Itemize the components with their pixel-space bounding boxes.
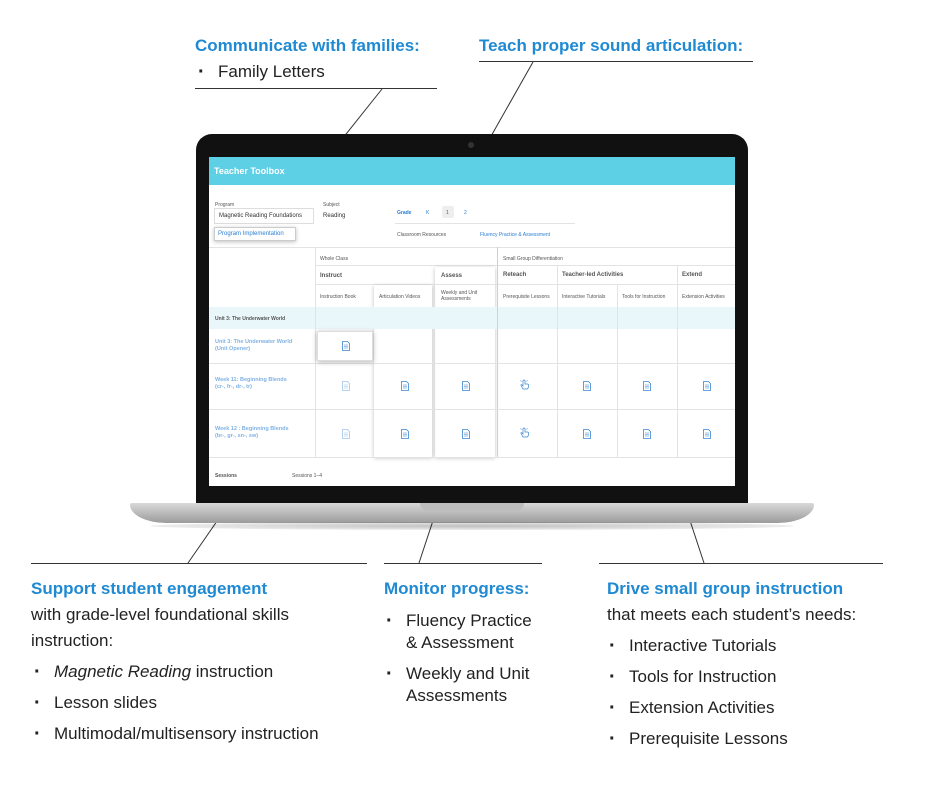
unit-band-label: Unit 3: The Underwater World — [215, 316, 286, 322]
list-item: Interactive Tutorials — [607, 635, 788, 657]
subject-label: Subject — [323, 202, 340, 208]
unit-band — [209, 307, 735, 329]
col-extension: Extension Activities — [682, 294, 725, 300]
list-item: Magnetic Reading instruction — [32, 661, 319, 683]
col-instruction-book: Instruction Book — [320, 294, 356, 300]
engagement-overline — [31, 563, 367, 564]
row-week-11[interactable]: Week 11: Beginning Blends (cr-, fr-, dr-… — [215, 377, 287, 391]
tab-classroom-resources[interactable]: Classroom Resources — [397, 232, 447, 238]
col-weekly-unit-1: Weekly and Unit — [441, 290, 478, 296]
instruction-text: instruction — [191, 662, 274, 681]
document-icon[interactable] — [401, 429, 409, 439]
document-icon[interactable] — [342, 429, 350, 439]
item-line2: & Assessment — [406, 633, 514, 652]
row-unit-opener[interactable]: Unit 3: The Underwater World (Unit Opene… — [215, 339, 292, 353]
assess-column — [435, 267, 495, 457]
document-icon[interactable] — [703, 429, 711, 439]
row-week-12[interactable]: Week 12 : Beginning Blends (br-, gr-, sn… — [215, 426, 289, 440]
col-weekly-unit-2: Assessments — [441, 296, 471, 302]
row-label-line1: Week 11: Beginning Blends — [215, 377, 287, 383]
small-group-list: Interactive Tutorials Tools for Instruct… — [607, 635, 788, 759]
grade-1: 1 — [446, 210, 449, 216]
document-icon[interactable] — [643, 429, 651, 439]
row-label-line2: (cr-, fr-, dr-, tr) — [215, 384, 252, 390]
sessions-value: Sessions 1–4 — [292, 473, 323, 479]
program-label: Program — [215, 202, 235, 208]
laptop-notch — [420, 503, 524, 511]
document-icon[interactable] — [401, 381, 409, 391]
item-line1: Weekly and Unit — [406, 664, 530, 683]
instruction-book-cell-highlighted[interactable] — [317, 331, 373, 361]
list-item: Extension Activities — [607, 697, 788, 719]
progress-callout-title: Monitor progress: — [384, 579, 530, 598]
small-group-overline — [599, 563, 883, 564]
list-item: Family Letters — [196, 61, 325, 83]
grade-1-selected[interactable]: 1 — [442, 206, 454, 218]
laptop-base — [130, 503, 814, 523]
list-item: Tools for Instruction — [607, 666, 788, 688]
document-icon[interactable] — [342, 381, 350, 391]
program-value: Magnetic Reading Foundations — [219, 213, 303, 219]
assess-header: Assess — [441, 273, 463, 279]
row-label-line1: Week 12 : Beginning Blends — [215, 426, 289, 432]
engagement-callout-title: Support student engagement — [31, 579, 268, 598]
reteach-header: Reteach — [503, 272, 527, 278]
extend-header: Extend — [682, 272, 703, 278]
row-label-line2: (Unit Opener) — [215, 346, 251, 352]
laptop-screen: Teacher Toolbox Program Magnetic Reading… — [209, 157, 735, 486]
col-prerequisite: Prerequisite Lessons — [503, 294, 550, 300]
row-label-line1: Unit 3: The Underwater World — [215, 339, 293, 345]
list-item: Prerequisite Lessons — [607, 728, 788, 750]
tab-fluency-practice[interactable]: Fluency Practice & Assessment — [480, 232, 551, 238]
small-group-text: that meets each student’s needs: — [607, 605, 857, 624]
engagement-text-2: instruction: — [31, 631, 114, 650]
list-item: Lesson slides — [32, 692, 319, 714]
families-list: Family Letters — [196, 61, 325, 92]
small-group-callout-title: Drive small group instruction — [607, 579, 844, 598]
document-icon[interactable] — [583, 429, 591, 439]
hand-tap-icon[interactable] — [519, 427, 530, 438]
col-tools: Tools for Instruction — [622, 294, 666, 300]
document-icon[interactable] — [462, 429, 470, 439]
subject-value: Reading — [323, 213, 346, 219]
list-item: Fluency Practice & Assessment — [384, 610, 532, 654]
families-callout-title: Communicate with families: — [195, 36, 420, 55]
list-item: Multimodal/multisensory instruction — [32, 723, 319, 745]
document-icon[interactable] — [643, 381, 651, 391]
hand-tap-icon[interactable] — [519, 379, 530, 390]
document-icon[interactable] — [583, 381, 591, 391]
teacher-led-header: Teacher-led Activities — [562, 272, 624, 278]
families-underline — [195, 88, 437, 89]
grade-label: Grade — [397, 210, 412, 216]
screen-header: Teacher Toolbox — [209, 157, 735, 185]
engagement-text-1: with grade-level foundational skills — [31, 605, 289, 624]
program-select[interactable]: Magnetic Reading Foundations — [214, 208, 314, 224]
document-icon[interactable] — [342, 341, 350, 351]
engagement-list: Magnetic Reading instruction Lesson slid… — [32, 661, 319, 754]
progress-overline — [384, 563, 542, 564]
laptop-shadow — [150, 522, 794, 530]
progress-list: Fluency Practice & Assessment Weekly and … — [384, 610, 532, 716]
program-implementation-button[interactable]: Program Implementation — [214, 227, 296, 241]
item-line2: Assessments — [406, 686, 508, 705]
document-icon[interactable] — [703, 381, 711, 391]
screen-title: Teacher Toolbox — [214, 166, 285, 176]
item-line1: Fluency Practice — [406, 611, 532, 630]
magnetic-reading-italic: Magnetic Reading — [54, 662, 192, 681]
articulation-underline — [479, 61, 753, 62]
sessions-label: Sessions — [215, 473, 237, 479]
program-implementation-label: Program Implementation — [218, 231, 284, 237]
camera-icon — [468, 142, 474, 148]
instruct-header: Instruct — [320, 273, 343, 279]
small-group-label: Small Group Differentiation — [503, 256, 563, 262]
grade-k[interactable]: K — [426, 210, 430, 216]
articulation-callout-title: Teach proper sound articulation: — [479, 36, 744, 55]
document-icon[interactable] — [462, 381, 470, 391]
col-articulation-videos: Articulation Videos — [379, 294, 421, 300]
row-label-line2: (br-, gr-, sn-, sw) — [215, 433, 259, 439]
whole-class-label: Whole Class — [320, 256, 349, 262]
col-interactive: Interactive Tutorials — [562, 294, 606, 300]
grade-2[interactable]: 2 — [464, 210, 467, 216]
